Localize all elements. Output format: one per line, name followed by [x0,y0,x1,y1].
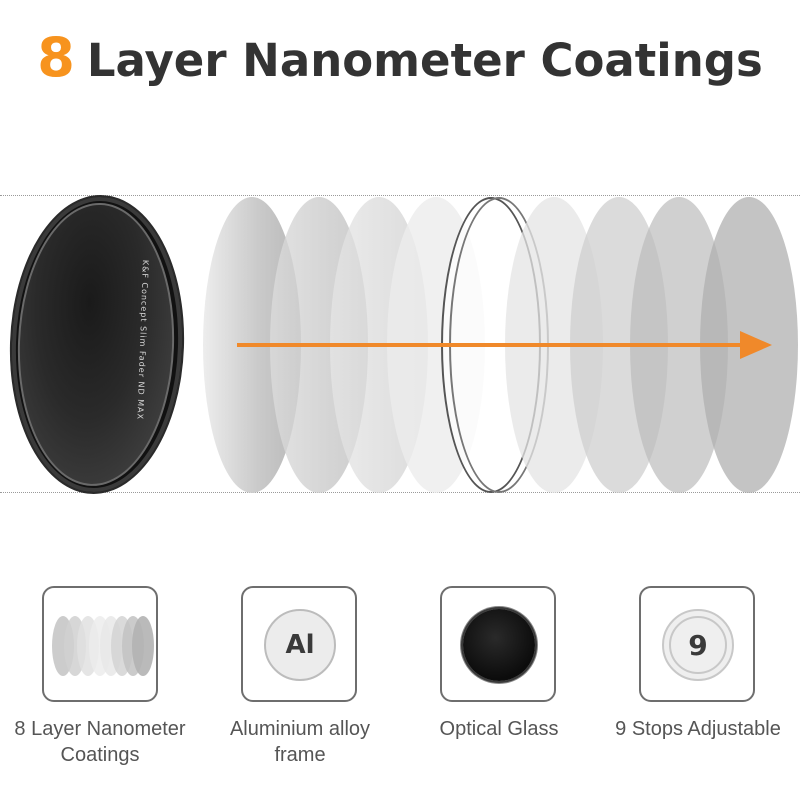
feature-card-aluminium: Al [241,586,357,702]
feature-label-line: Optical Glass [439,718,559,740]
nine-stops-icon: 9 [662,609,734,681]
feature-card-nine-stops: 9 [639,586,755,702]
feature-label-line: Aluminium alloy [229,718,371,740]
title-accent-number: 8 [37,26,75,89]
feature-label-aluminium: Aluminium alloy frame [200,716,400,768]
feature-label-coatings: 8 Layer Nanometer Coatings [0,716,200,768]
title-text: Layer Nanometer Coatings [86,34,763,87]
feature-label-line: 9 Stops Adjustable [615,718,781,740]
optical-glass-icon [463,609,535,681]
nd-filter-image [6,194,188,495]
top-guide-line [0,195,800,196]
feature-label-nine-stops: 9 Stops Adjustable [598,716,798,742]
bottom-guide-line [0,492,800,493]
light-path-arrow [237,343,747,347]
arrow-right-icon [740,331,772,359]
feature-label-line: Coatings [60,744,140,766]
feature-card-coatings [42,586,158,702]
nine-stops-number: 9 [669,616,727,674]
aluminium-icon: Al [264,609,336,681]
feature-label-line: 8 Layer Nanometer [14,718,186,740]
feature-card-optical-glass [440,586,556,702]
feature-label-line: frame [274,744,326,766]
filter-glass [13,200,179,489]
feature-label-optical-glass: Optical Glass [399,716,599,742]
